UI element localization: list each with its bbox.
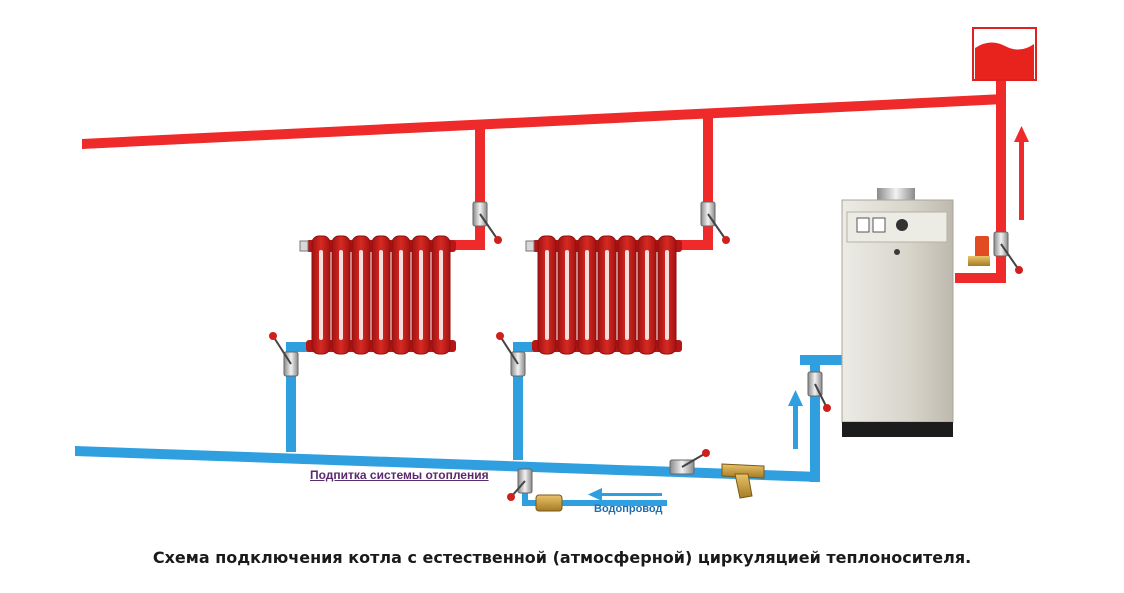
label-water-supply: Водопровод <box>594 503 663 515</box>
return-riser <box>810 355 820 482</box>
radiator-section-slot <box>419 250 423 340</box>
radiator1-supply-drop <box>475 122 485 250</box>
radiator-section-slot <box>605 250 609 340</box>
radiator1-supply-valve <box>472 201 502 244</box>
radiator-section-slot <box>359 250 363 340</box>
boiler <box>841 188 954 437</box>
expansion-tank <box>972 27 1037 81</box>
label-system-feed: Подпитка системы отопления <box>310 468 489 482</box>
radiator-section-slot <box>319 250 323 340</box>
radiator-section-slot <box>399 250 403 340</box>
radiator2-supply-valve <box>700 201 730 244</box>
boiler-flue <box>877 188 915 200</box>
riser-supply-valve <box>993 231 1023 274</box>
safety-valve-icon <box>968 236 990 266</box>
radiator-section-slot <box>379 250 383 340</box>
strainer-icon <box>721 463 765 499</box>
radiator1-return-drop <box>286 345 296 452</box>
flow-arrow-up-return <box>788 390 803 449</box>
boiler-return-inlet <box>800 355 842 365</box>
supply-pipes <box>82 78 1006 283</box>
radiator-1 <box>299 235 456 355</box>
radiator1-return-valve <box>269 332 299 377</box>
feed-line-valve <box>507 468 533 501</box>
flow-arrow-water-supply <box>588 488 662 501</box>
radiator-section-slot <box>665 250 669 340</box>
radiator-section-slot <box>339 250 343 340</box>
valves <box>269 201 1023 501</box>
radiator-section-slot <box>439 250 443 340</box>
makeup-horizontal <box>522 500 667 506</box>
radiator-air-vent <box>525 240 535 252</box>
diagram-caption: Схема подключения котла с естественной (… <box>152 548 972 567</box>
radiator2-return-drop <box>513 345 523 460</box>
radiator1-supply-branch <box>445 240 485 250</box>
radiator-section-slot <box>565 250 569 340</box>
radiator2-return-branch <box>513 342 543 352</box>
return-pipes <box>75 342 842 506</box>
boiler-indicator <box>894 249 900 255</box>
return-main-line <box>75 446 820 482</box>
supply-main-line <box>82 94 1004 149</box>
radiator-2 <box>525 235 682 355</box>
boiler-knob <box>896 219 908 231</box>
supply-riser <box>996 78 1006 283</box>
radiator-air-vent <box>299 240 309 252</box>
boiler-gauge-2 <box>872 217 886 233</box>
flow-arrow-up-supply <box>1014 126 1029 220</box>
feed-valve-icon <box>535 494 563 512</box>
boiler-base <box>842 422 953 437</box>
boiler-supply-outlet <box>955 273 1006 283</box>
radiator2-supply-drop <box>703 111 713 250</box>
boiler-return-valve <box>807 371 831 412</box>
radiator-section-slot <box>545 250 549 340</box>
radiator2-return-valve <box>496 332 526 377</box>
radiator-section-slot <box>645 250 649 340</box>
radiator2-supply-branch <box>672 240 713 250</box>
return-line-valve <box>669 449 710 475</box>
radiator1-return-branch <box>286 342 316 352</box>
radiator-section-slot <box>585 250 589 340</box>
boiler-gauge-1 <box>856 217 870 233</box>
radiator-section-slot <box>625 250 629 340</box>
